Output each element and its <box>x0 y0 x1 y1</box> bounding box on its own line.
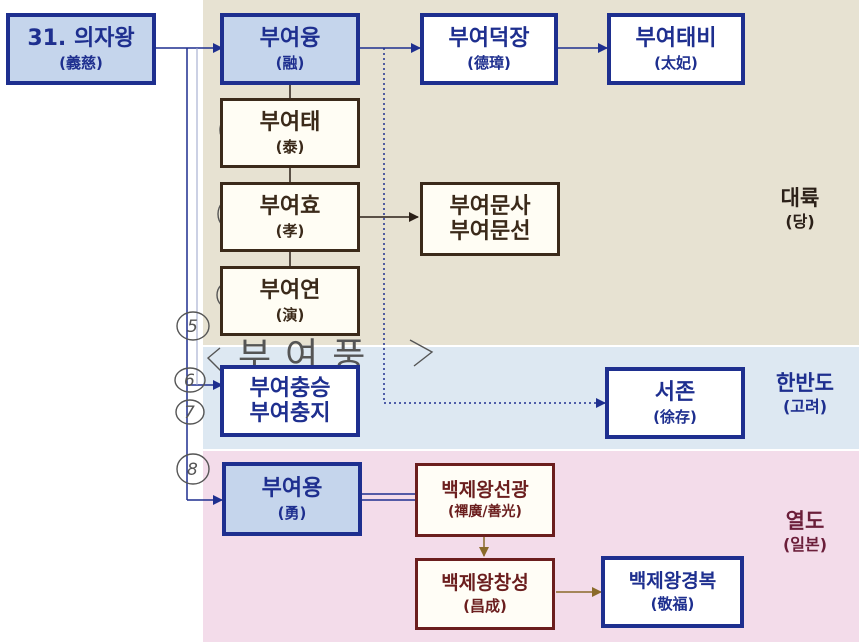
node-changseong: 백제왕창성 (昌成) <box>415 558 555 630</box>
node-seongwang-title: 백제왕선광 <box>441 478 529 501</box>
node-seojon: 서존 (徐存) <box>605 367 745 439</box>
node-gyeongbok-hanja: (敬福) <box>650 594 695 613</box>
node-buyeoyong: 부여용 (勇) <box>222 462 362 536</box>
region-peninsula-sub: (고려) <box>782 397 828 417</box>
node-buyeoyung-title: 부여융 <box>259 26 321 52</box>
region-japan-name: 열도 <box>785 509 825 533</box>
annotation-7: 7 <box>184 403 195 423</box>
node-seojon-title: 서존 <box>654 380 696 406</box>
node-buyeoyung: 부여융 (融) <box>220 13 360 85</box>
region-mainland-name: 대륙 <box>780 186 820 210</box>
annotation-5: 5 <box>187 317 198 337</box>
node-munsa-line1: 부여문사 <box>449 193 531 219</box>
node-deokjang-hanja: (德璋) <box>467 53 511 72</box>
node-uija-title: 31. 의자왕 <box>27 26 135 52</box>
node-yeon: 부여연 (演) <box>220 266 360 336</box>
node-hyo-hanja: (孝) <box>275 221 305 240</box>
node-seojon-hanja: (徐存) <box>653 407 697 426</box>
annotation-8: 8 <box>187 460 198 480</box>
node-uija: 31. 의자왕 (義慈) <box>6 13 156 85</box>
node-seongwang: 백제왕선광 (禪廣/善光) <box>415 463 555 537</box>
node-gyeongbok-title: 백제왕경복 <box>628 569 717 592</box>
node-taebi: 부여태비 (太妃) <box>607 13 745 85</box>
node-buyeoyong-title: 부여용 <box>261 476 323 502</box>
node-hyo: 부여효 (孝) <box>220 182 360 252</box>
region-mainland-label: 대륙 (당) <box>760 185 840 233</box>
region-mainland-sub: (당) <box>785 212 815 232</box>
node-changseong-hanja: (昌成) <box>463 596 507 615</box>
region-peninsula-label: 한반도 (고려) <box>760 370 850 418</box>
node-tae-hanja: (泰) <box>275 137 305 156</box>
node-changseong-title: 백제왕창성 <box>441 571 529 594</box>
node-chungseung: 부여충승 부여충지 <box>220 365 360 437</box>
region-japan-label: 열도 (일본) <box>760 508 850 556</box>
node-yeon-title: 부여연 <box>259 278 321 304</box>
node-deokjang-title: 부여덕장 <box>448 26 530 52</box>
node-buyeoyong-hanja: (勇) <box>277 503 307 522</box>
node-hyo-title: 부여효 <box>259 194 321 220</box>
node-seongwang-hanja: (禪廣/善光) <box>448 504 522 521</box>
node-tae-title: 부여태 <box>259 110 321 136</box>
node-taebi-title: 부여태비 <box>635 26 717 52</box>
node-munsa-line2: 부여문선 <box>449 219 531 244</box>
node-gyeongbok: 백제왕경복 (敬福) <box>601 556 744 628</box>
annotation-6: 6 <box>184 371 195 391</box>
node-yeon-hanja: (演) <box>275 305 305 324</box>
region-japan-sub: (일본) <box>782 535 828 555</box>
node-taebi-hanja: (太妃) <box>654 53 698 72</box>
region-peninsula-name: 한반도 <box>776 371 834 395</box>
node-buyeoyung-hanja: (融) <box>275 53 305 72</box>
node-chungseung-line2: 부여충지 <box>249 401 331 426</box>
node-tae: 부여태 (泰) <box>220 98 360 168</box>
node-munsa: 부여문사 부여문선 <box>420 182 560 256</box>
node-chungseung-line1: 부여충승 <box>249 375 331 401</box>
node-uija-hanja: (義慈) <box>59 53 103 72</box>
node-deokjang: 부여덕장 (德璋) <box>420 13 558 85</box>
